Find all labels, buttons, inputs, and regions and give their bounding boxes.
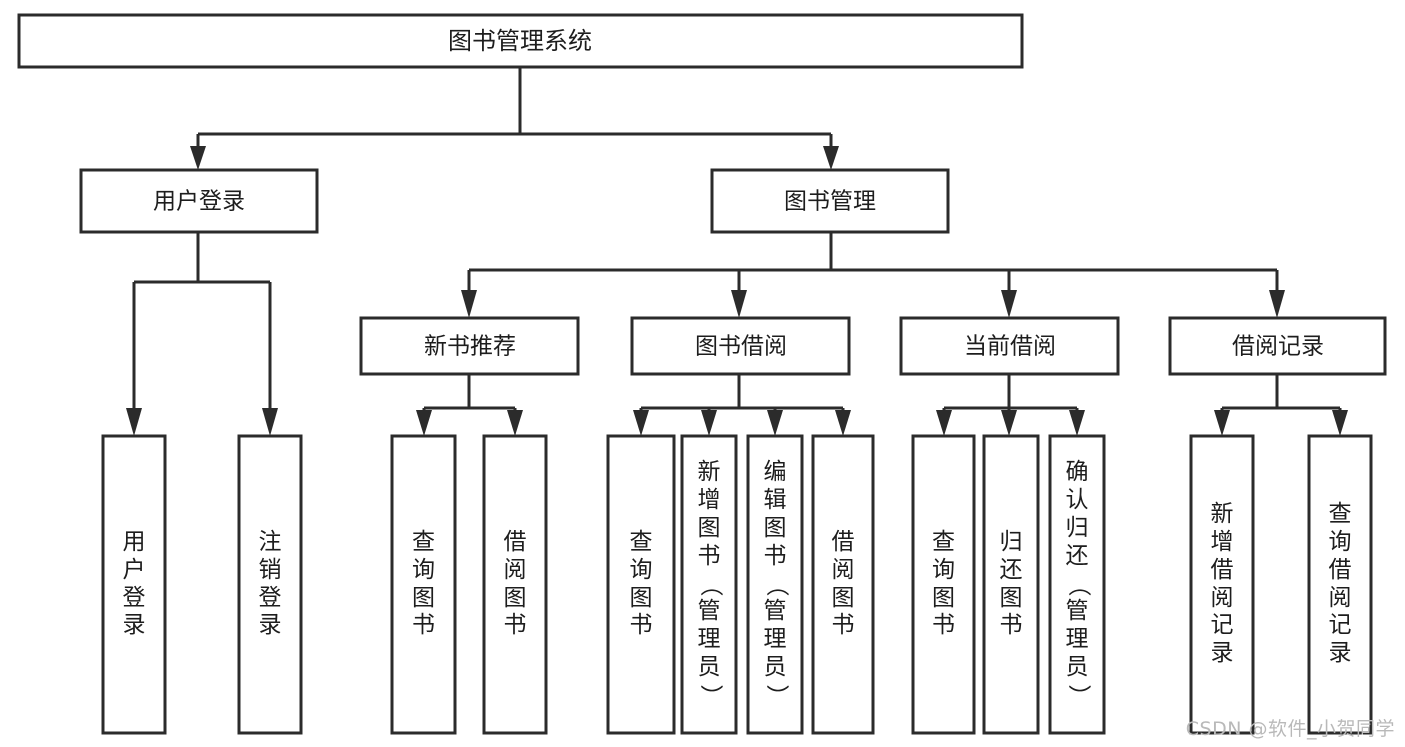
arrowhead-to-leaf-logout xyxy=(262,408,278,436)
connector-root-bus xyxy=(196,67,833,158)
node-book-manage-box[interactable] xyxy=(710,168,950,234)
node-new-book-recommend-label: 新书推荐 xyxy=(424,334,516,360)
node-book-manage-label: 图书管理 xyxy=(784,189,876,215)
node-borrow-record[interactable]: 借阅记录 xyxy=(1168,316,1387,376)
arrowhead-to-leaf-query-book-2 xyxy=(633,410,649,436)
node-user-login-box[interactable] xyxy=(79,168,319,234)
node-root[interactable]: 图书管理系统 xyxy=(17,13,1024,69)
arrowhead-to-leaf-add-book xyxy=(701,410,717,436)
node-book-borrow-label: 图书借阅 xyxy=(695,334,787,360)
node-user-login-label: 用户登录 xyxy=(153,189,245,215)
connector-layer xyxy=(126,67,1348,436)
node-leaf-query-book-2-box[interactable] xyxy=(606,434,676,735)
node-leaf-return-book-box[interactable] xyxy=(982,434,1040,735)
node-borrow-record-box[interactable] xyxy=(1168,316,1387,376)
arrowhead-to-leaf-borrow-book-1 xyxy=(507,410,523,436)
arrowhead-to-leaf-add-record xyxy=(1214,410,1230,436)
node-leaf-add-record-box[interactable] xyxy=(1189,434,1255,735)
node-leaf-borrow-book-2-box[interactable] xyxy=(811,434,875,735)
arrowhead-to-new-book-recommend xyxy=(461,290,477,318)
connector-user-login-bus xyxy=(132,232,272,410)
node-current-borrow[interactable]: 当前借阅 xyxy=(899,316,1120,376)
node-leaf-query-record-box[interactable] xyxy=(1307,434,1373,735)
node-current-borrow-label: 当前借阅 xyxy=(964,334,1056,360)
node-borrow-record-label: 借阅记录 xyxy=(1232,334,1324,360)
node-root-label: 图书管理系统 xyxy=(448,27,592,55)
watermark-text: CSDN @软件_小贺同学 xyxy=(1185,718,1395,740)
leaf-layer xyxy=(101,434,1373,735)
node-book-borrow-box[interactable] xyxy=(630,316,851,376)
node-new-book-recommend[interactable]: 新书推荐 xyxy=(359,316,580,376)
arrowhead-to-book-borrow xyxy=(731,290,747,318)
node-leaf-logout-box[interactable] xyxy=(237,434,303,735)
node-leaf-confirm-return-box[interactable] xyxy=(1048,434,1106,735)
node-leaf-borrow-book-1-box[interactable] xyxy=(482,434,548,735)
node-new-book-recommend-box[interactable] xyxy=(359,316,580,376)
arrowhead-to-current-borrow xyxy=(1001,290,1017,318)
arrowhead-to-leaf-borrow-book-2 xyxy=(835,410,851,436)
node-user-login[interactable]: 用户登录 xyxy=(79,168,319,234)
connector-current-borrow-bus xyxy=(942,374,1079,416)
arrowhead-to-leaf-query-book-1 xyxy=(416,410,432,436)
node-leaf-edit-book-box[interactable] xyxy=(746,434,804,735)
node-current-borrow-box[interactable] xyxy=(899,316,1120,376)
node-root-box[interactable] xyxy=(17,13,1024,69)
node-leaf-add-book-box[interactable] xyxy=(680,434,738,735)
node-book-manage[interactable]: 图书管理 xyxy=(710,168,950,234)
node-leaf-user-login-box[interactable] xyxy=(101,434,167,735)
node-book-borrow[interactable]: 图书借阅 xyxy=(630,316,851,376)
connector-book-borrow-bus xyxy=(639,374,845,416)
arrowhead-to-leaf-user-login xyxy=(126,408,142,436)
arrowhead-to-leaf-confirm-return xyxy=(1069,410,1085,436)
connector-new-book-recommend-bus xyxy=(422,374,517,416)
arrowhead-to-leaf-return-book xyxy=(1001,410,1017,436)
connector-book-manage-bus xyxy=(467,232,1279,290)
arrowhead-to-leaf-query-book-3 xyxy=(936,410,952,436)
arrowhead-to-leaf-edit-book xyxy=(767,410,783,436)
arrowhead-to-borrow-record xyxy=(1269,290,1285,318)
arrowhead-to-book-manage xyxy=(823,146,839,170)
node-leaf-query-book-3-box[interactable] xyxy=(911,434,976,735)
connector-borrow-record-bus xyxy=(1220,374,1342,416)
arrowhead-to-user-login xyxy=(190,146,206,170)
node-leaf-query-book-1-box[interactable] xyxy=(390,434,457,735)
arrowhead-to-leaf-query-record xyxy=(1332,410,1348,436)
